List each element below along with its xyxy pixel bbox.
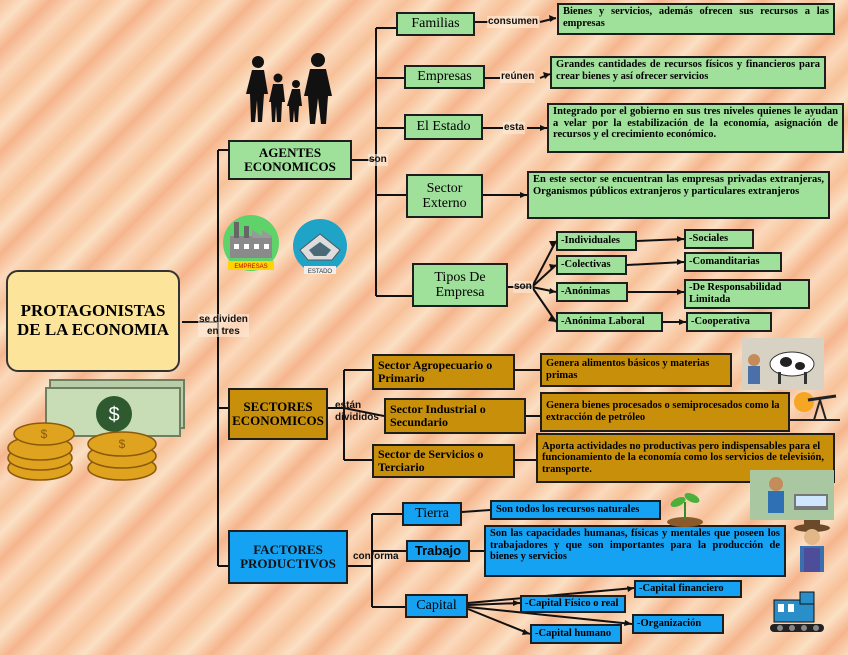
farmer-worker-icon: [794, 520, 830, 572]
svg-text:$: $: [41, 427, 48, 441]
factores-node: FACTORES PRODUCTIVOS: [228, 530, 348, 584]
secundario-node: Sector Industrial o Secundario: [384, 398, 526, 434]
estado-desc: Integrado por el gobierno en sus tres ni…: [547, 103, 844, 153]
root-node: PROTAGONISTAS DE LA ECONOMIA: [6, 270, 180, 372]
capital-item-3: -Organización: [632, 614, 724, 634]
agentes-node: AGENTES ECONOMICOS: [228, 140, 352, 180]
factores-connector: conforma: [353, 551, 399, 562]
oil-pump-icon: [790, 392, 840, 421]
tipo-item-4: -Anónima Laboral: [556, 312, 663, 332]
farm-cow-icon: [742, 338, 824, 390]
plant-sprout-icon: [667, 493, 703, 527]
familias-node: Familias: [396, 12, 475, 36]
empresas-connector: reúnen: [500, 71, 536, 83]
svg-text:$: $: [108, 404, 119, 426]
subtipo-item-4: -Cooperativa: [686, 312, 772, 332]
trabajo-node: Trabajo: [406, 540, 470, 562]
estado-connector: esta: [503, 122, 526, 134]
government-building-icon: EMPRESAS ESTADO: [293, 219, 347, 275]
empresas-desc: Grandes cantidades de recursos físicos y…: [550, 56, 826, 89]
externo-node: Sector Externo: [406, 174, 483, 218]
tierra-desc: Son todos los recursos naturales: [490, 500, 661, 520]
trabajo-desc: Son las capacidades humanas, físicas y m…: [484, 525, 786, 577]
capital-item-4: -Capital humano: [530, 624, 622, 644]
secundario-desc: Genera bienes procesados o semiprocesado…: [540, 392, 790, 432]
capital-node: Capital: [405, 594, 468, 618]
family-silhouette-icon: [246, 53, 332, 124]
tierra-node: Tierra: [402, 502, 462, 526]
familias-connector: consumen: [487, 16, 540, 28]
capital-item-1: -Capital financiero: [634, 580, 742, 598]
primario-desc: Genera alimentos básicos y materias prim…: [540, 353, 732, 387]
agentes-connector: son: [368, 154, 388, 166]
subtipo-item-3: -De Responsabilidad Limitada: [684, 279, 810, 309]
tipo-item-3: -Anónimas: [556, 282, 628, 302]
train-machine-icon: [770, 591, 824, 632]
terciario-node: Sector de Servicios o Terciario: [372, 444, 515, 478]
estado-node: El Estado: [404, 114, 483, 140]
familias-desc: Bienes y servicios, además ofrecen sus r…: [557, 3, 835, 35]
factory-icon-label: EMPRESAS: [234, 264, 267, 270]
subtipo-item-1: -Sociales: [684, 229, 754, 249]
tipo-item-1: -Individuales: [556, 231, 637, 251]
empresas-node: Empresas: [404, 65, 485, 89]
capital-item-2: -Capital Físico o real: [520, 595, 626, 613]
sectores-connector-line1: están: [335, 400, 362, 411]
money-stack-icon: $ $ $: [7, 379, 185, 481]
tipos-connector: son: [513, 281, 533, 293]
service-worker-icon: [750, 470, 834, 520]
sectores-connector-line2: divididos: [335, 411, 379, 423]
subtipo-item-2: -Comanditarias: [684, 252, 782, 272]
sectores-node: SECTORES ECONOMICOS: [228, 388, 328, 440]
terciario-desc: Aporta actividades no productivas pero i…: [536, 433, 835, 483]
externo-desc: En este sector se encuentran las empresa…: [527, 171, 830, 219]
tipos-node: Tipos De Empresa: [412, 263, 508, 307]
svg-text:$: $: [119, 437, 126, 451]
government-building-label: ESTADO: [308, 269, 333, 275]
primario-node: Sector Agropecuario o Primario: [372, 354, 515, 390]
tipo-item-2: -Colectivas: [556, 255, 627, 275]
root-connector-line1: se dividen: [199, 314, 248, 325]
root-connector-line2: en tres: [207, 325, 240, 337]
factory-icon: EMPRESAS: [223, 215, 279, 271]
